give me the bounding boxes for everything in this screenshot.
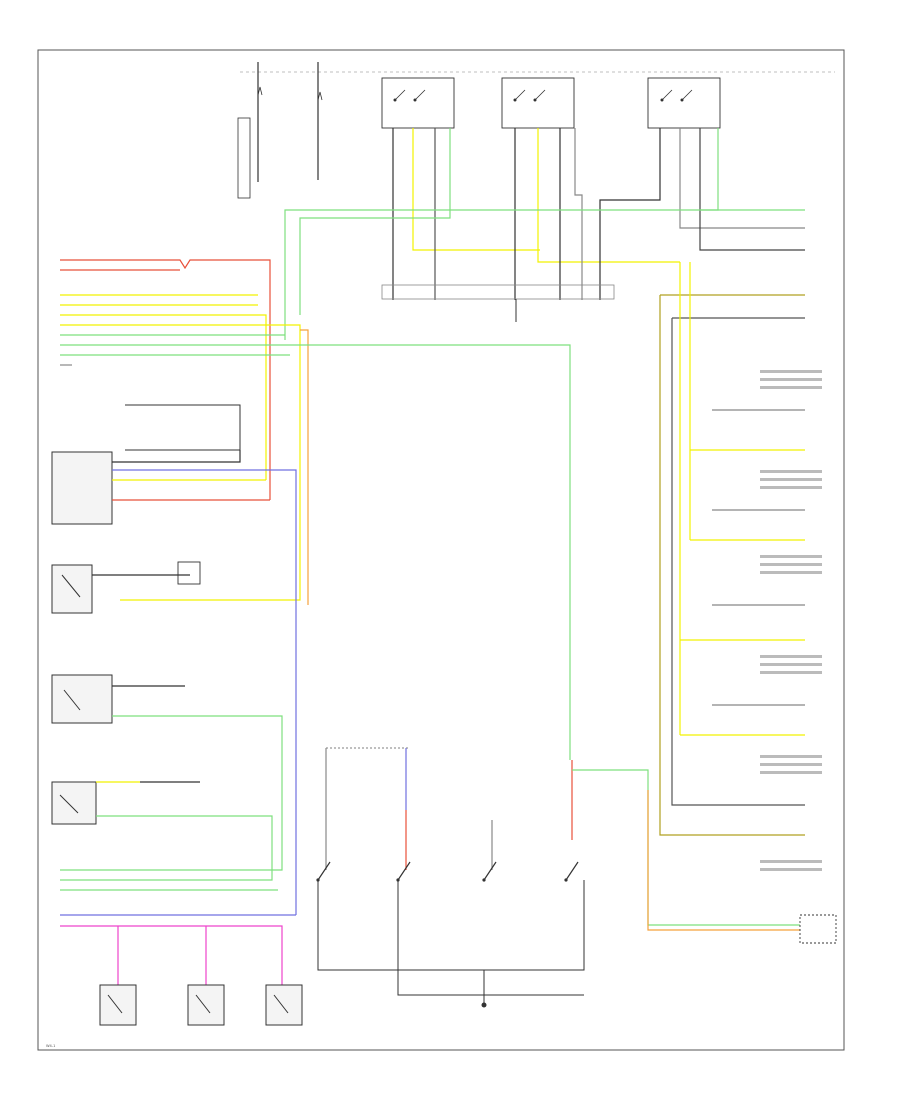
wire-switch3-gray	[679, 128, 805, 229]
wire-right-olive	[659, 294, 805, 836]
door-switch-passenger	[564, 861, 579, 882]
wire-switch2-yellow	[537, 128, 680, 263]
wire-left-red-1	[60, 259, 271, 500]
wire-module-black	[112, 450, 241, 463]
door-switch-left-rear	[396, 861, 411, 882]
wire-switch3-black-b	[699, 128, 805, 251]
diagram-frame	[37, 49, 845, 1051]
wire-left-yellow-4	[60, 324, 301, 601]
wire-ign-green	[60, 715, 283, 871]
door-switch-right-rear	[482, 861, 497, 882]
ground-g2	[177, 561, 201, 585]
wire-module-blue	[112, 469, 297, 915]
actuator-left-rear	[187, 984, 225, 1026]
wire-key-green	[60, 815, 273, 881]
wire-left-orange	[300, 329, 309, 605]
key-reminder-switch	[51, 781, 97, 825]
wire-center-green-right	[572, 769, 800, 926]
wire-left-yellow-3	[60, 314, 267, 480]
wire-switch3-black-a	[599, 128, 661, 300]
wire-right-gray-branch	[712, 409, 805, 706]
wire-right-black	[671, 317, 805, 806]
actuator-right-rear	[265, 984, 303, 1026]
door-lock-timer-module	[51, 451, 113, 525]
fuse-right	[317, 62, 323, 180]
right-component-labels	[760, 370, 822, 871]
wire-left-green-2	[60, 344, 571, 760]
wire-center-orange-right	[647, 790, 800, 931]
wire-switch1-green	[299, 128, 451, 315]
door-lock-switch-passenger	[501, 77, 575, 129]
ignition-switch	[51, 674, 113, 724]
ground-bus-bottom	[317, 880, 585, 1005]
fuse-left	[237, 62, 263, 199]
door-lock-switch-driver	[381, 77, 455, 129]
wire-bottom-pink	[60, 925, 283, 985]
passenger-lock-switch	[51, 564, 93, 614]
wire-switch1-yellow	[412, 128, 540, 251]
ground-bus-top	[381, 284, 615, 300]
wire-switch3-green	[284, 128, 719, 340]
wire-right-yellow-branch	[680, 262, 805, 736]
door-switch-tailgate	[316, 861, 331, 882]
wire-switch2-gray	[574, 128, 583, 300]
actuator-front-passenger	[99, 984, 137, 1026]
footer-code: W4-1	[46, 1044, 55, 1048]
ground-g1	[125, 404, 241, 451]
central-control-unit	[799, 914, 837, 944]
door-lock-switch-rear	[647, 77, 721, 129]
